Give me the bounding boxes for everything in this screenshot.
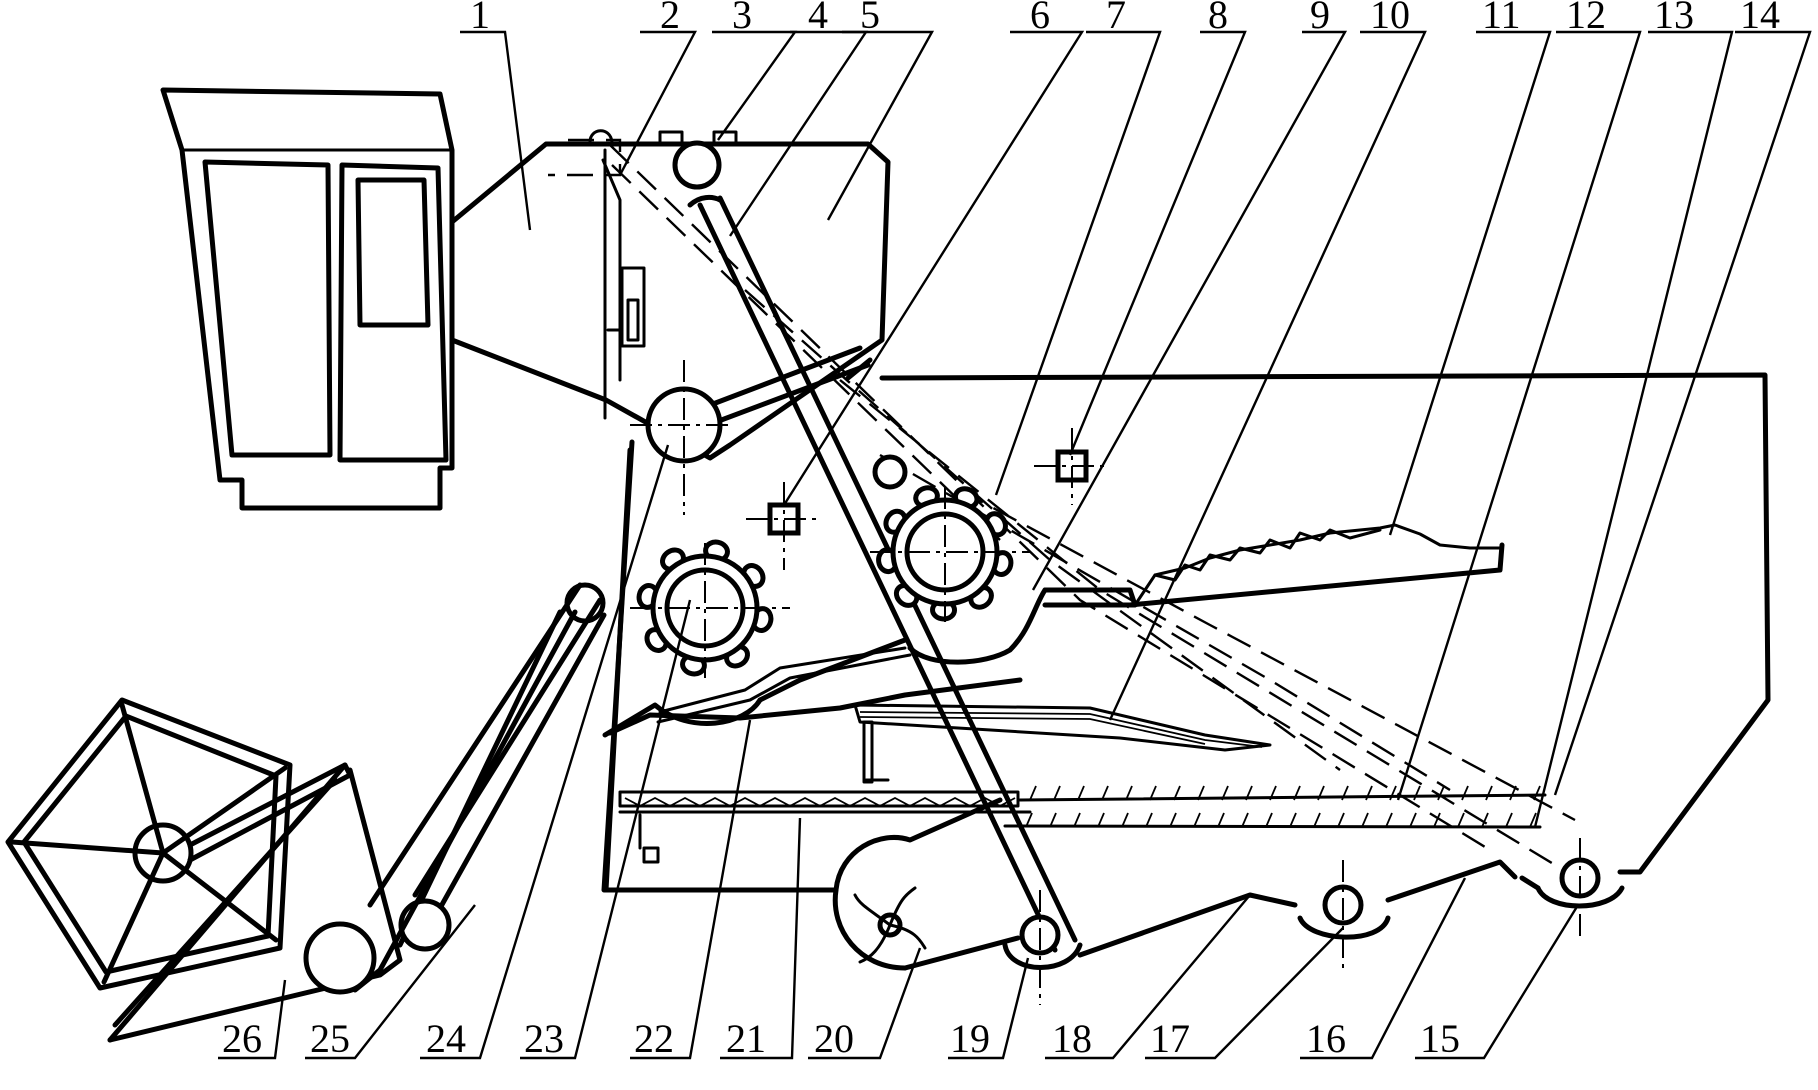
label-16: 16 <box>1306 1016 1346 1061</box>
label-11: 11 <box>1482 0 1521 37</box>
reel <box>5 697 353 991</box>
part-labels: 1 2 3 4 5 6 7 8 9 10 11 12 13 14 26 25 2… <box>222 0 1780 1061</box>
label-7: 7 <box>1106 0 1126 37</box>
label-14: 14 <box>1740 0 1780 37</box>
label-18: 18 <box>1052 1016 1092 1061</box>
straw-walker <box>1003 785 1547 829</box>
label-2: 2 <box>660 0 680 37</box>
label-17: 17 <box>1150 1016 1190 1061</box>
lower-sieve <box>618 790 1032 864</box>
cleaning-fan <box>832 797 1021 971</box>
label-3: 3 <box>732 0 752 37</box>
label-6: 6 <box>1030 0 1050 37</box>
lower-augers <box>1002 838 1625 1005</box>
label-1: 1 <box>470 0 490 37</box>
label-13: 13 <box>1654 0 1694 37</box>
label-9: 9 <box>1310 0 1330 37</box>
label-19: 19 <box>950 1016 990 1061</box>
concaves <box>602 523 1505 738</box>
threshing-drum-rear <box>870 485 1030 622</box>
label-5: 5 <box>860 0 880 37</box>
label-23: 23 <box>524 1016 564 1061</box>
operator-cab <box>160 87 455 511</box>
threshing-drum-front <box>630 539 790 678</box>
label-24: 24 <box>426 1016 466 1061</box>
threshing-drums <box>630 485 1030 678</box>
label-8: 8 <box>1208 0 1228 37</box>
header-feeder <box>107 582 607 1043</box>
upper-sieve <box>853 703 1272 784</box>
label-15: 15 <box>1420 1016 1460 1061</box>
label-4: 4 <box>808 0 828 37</box>
flow-lines <box>609 144 1581 882</box>
label-26: 26 <box>222 1016 262 1061</box>
label-10: 10 <box>1370 0 1410 37</box>
label-25: 25 <box>310 1016 350 1061</box>
label-21: 21 <box>726 1016 766 1061</box>
leader-lines <box>218 30 1812 1060</box>
grain-tank <box>449 129 891 461</box>
label-22: 22 <box>634 1016 674 1061</box>
label-20: 20 <box>814 1016 854 1061</box>
label-12: 12 <box>1566 0 1606 37</box>
